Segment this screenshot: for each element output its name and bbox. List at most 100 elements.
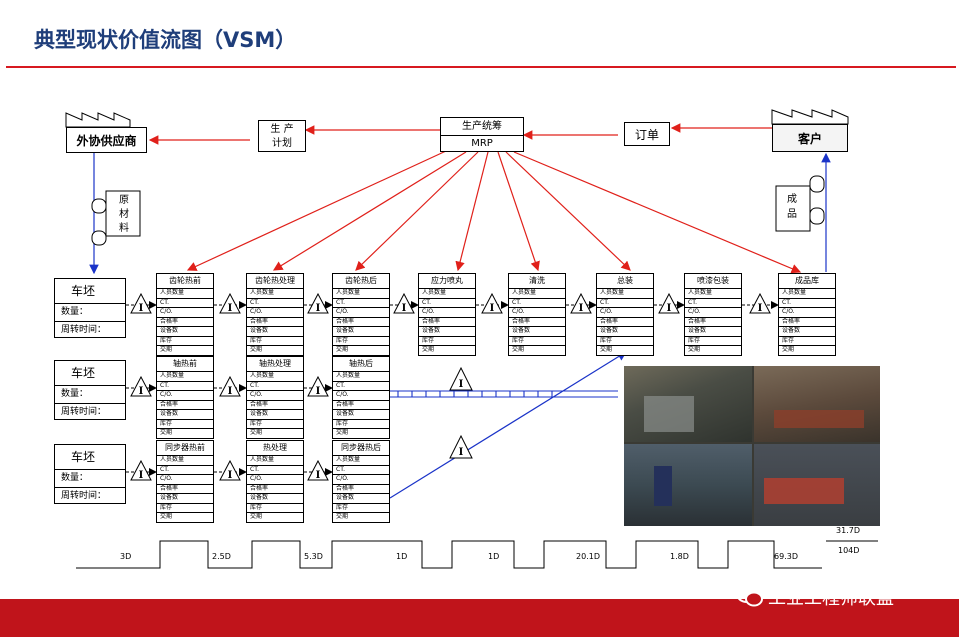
process-field: 合格率 bbox=[157, 318, 213, 327]
process-field: CT. bbox=[157, 382, 213, 391]
process-field: 合格率 bbox=[247, 485, 303, 494]
process-field: C/O. bbox=[333, 308, 389, 318]
process-field: C/O. bbox=[509, 308, 565, 318]
process-name: 同步器热后 bbox=[333, 441, 389, 456]
blank-turnover: 周转时间： bbox=[61, 325, 107, 335]
process-name: 轴热后 bbox=[333, 357, 389, 372]
process-field: 合格率 bbox=[779, 318, 835, 327]
lead-time-8: 69.3D bbox=[774, 552, 798, 561]
blank-qty: 数量： bbox=[55, 470, 125, 488]
order-box: 订单 bbox=[624, 122, 670, 146]
process-field: CT. bbox=[333, 299, 389, 308]
process-field: 交期 bbox=[512, 346, 525, 353]
process-field: 设备数 bbox=[597, 327, 653, 337]
process-field: CT. bbox=[247, 466, 303, 475]
supplier-box: 外协供应商 bbox=[66, 127, 147, 153]
process-field: C/O. bbox=[157, 308, 213, 318]
raw-material-label: 原 材 料 bbox=[116, 194, 132, 236]
process-field: C/O. bbox=[685, 308, 741, 318]
process-field: 合格率 bbox=[157, 485, 213, 494]
inventory-triangle bbox=[749, 292, 771, 314]
process-field: 交期 bbox=[250, 346, 263, 353]
process-field: 人员数量 bbox=[419, 289, 475, 299]
inventory-symbol: I bbox=[139, 303, 144, 314]
process-field: 交期 bbox=[336, 513, 349, 520]
process-field: CT. bbox=[247, 299, 303, 308]
production-plan-line2: 计划 bbox=[272, 138, 292, 149]
inventory-symbol: I bbox=[490, 303, 495, 314]
process-field: CT. bbox=[157, 466, 213, 475]
page-title: 典型现状价值流图（VSM） bbox=[34, 28, 297, 52]
process-field: CT. bbox=[333, 382, 389, 391]
blank-turnover: 周转时间： bbox=[61, 491, 107, 501]
process-field: 交期 bbox=[688, 346, 701, 353]
process-field: C/O. bbox=[333, 475, 389, 485]
process-field: 合格率 bbox=[333, 485, 389, 494]
shaft-fifo-lane bbox=[390, 390, 618, 398]
raw-material-truck-icon bbox=[91, 190, 141, 246]
process-field: 人员数量 bbox=[509, 289, 565, 299]
process-field: 设备数 bbox=[419, 327, 475, 337]
process-field: 人员数量 bbox=[333, 456, 389, 466]
inventory-symbol: I bbox=[758, 303, 763, 314]
process-field: C/O. bbox=[247, 308, 303, 318]
process-field: 设备数 bbox=[333, 494, 389, 504]
production-plan-line1: 生 产 bbox=[270, 124, 294, 135]
process-field: 交期 bbox=[250, 429, 263, 436]
process-field: 人员数量 bbox=[779, 289, 835, 299]
production-control-box: 生产统筹 MRP bbox=[440, 117, 524, 152]
inventory-triangle bbox=[219, 375, 241, 397]
process-name: 热处理 bbox=[247, 441, 303, 456]
process-field: 设备数 bbox=[333, 410, 389, 420]
inventory-triangle bbox=[307, 292, 329, 314]
process-field: 设备数 bbox=[685, 327, 741, 337]
process-name: 齿轮热后 bbox=[333, 274, 389, 289]
process-field: 交期 bbox=[600, 346, 613, 353]
process-field: CT. bbox=[685, 299, 741, 308]
process-field: 人员数量 bbox=[685, 289, 741, 299]
factory-photo-3 bbox=[624, 444, 752, 526]
process-field: 合格率 bbox=[597, 318, 653, 327]
process-field: 合格率 bbox=[247, 318, 303, 327]
inventory-triangle bbox=[307, 375, 329, 397]
blank-name: 车坯 bbox=[55, 279, 125, 304]
schedule-arrows bbox=[186, 150, 802, 274]
inventory-triangle bbox=[307, 459, 329, 481]
lead-time-4: 1D bbox=[396, 552, 408, 561]
process-field: 人员数量 bbox=[157, 372, 213, 382]
inventory-symbol: I bbox=[228, 470, 233, 481]
process-field: CT. bbox=[779, 299, 835, 308]
process-field: 交期 bbox=[336, 429, 349, 436]
finished-goods-char-1: 成 bbox=[787, 194, 797, 205]
inventory-symbol: I bbox=[667, 303, 672, 314]
blank-name: 车坯 bbox=[55, 445, 125, 470]
production-control-title: 生产统筹 bbox=[441, 118, 523, 136]
process-field: CT. bbox=[597, 299, 653, 308]
inventory-triangle bbox=[481, 292, 503, 314]
process-name: 齿轮热前 bbox=[157, 274, 213, 289]
factory-photo-2 bbox=[754, 366, 880, 442]
blank-qty: 数量： bbox=[55, 386, 125, 404]
process-field: 库存 bbox=[157, 420, 213, 429]
process-field: 人员数量 bbox=[333, 372, 389, 382]
inventory-triangle bbox=[393, 292, 415, 314]
process-field: CT. bbox=[419, 299, 475, 308]
process-field: 库存 bbox=[157, 337, 213, 346]
process-field: 交期 bbox=[160, 346, 173, 353]
process-name: 清洗 bbox=[509, 274, 565, 289]
process-field: CT. bbox=[157, 299, 213, 308]
process-field: 库存 bbox=[779, 337, 835, 346]
inventory-triangle bbox=[219, 292, 241, 314]
process-field: 人员数量 bbox=[157, 289, 213, 299]
blank-name: 车坯 bbox=[55, 361, 125, 386]
process-field: 设备数 bbox=[247, 410, 303, 420]
